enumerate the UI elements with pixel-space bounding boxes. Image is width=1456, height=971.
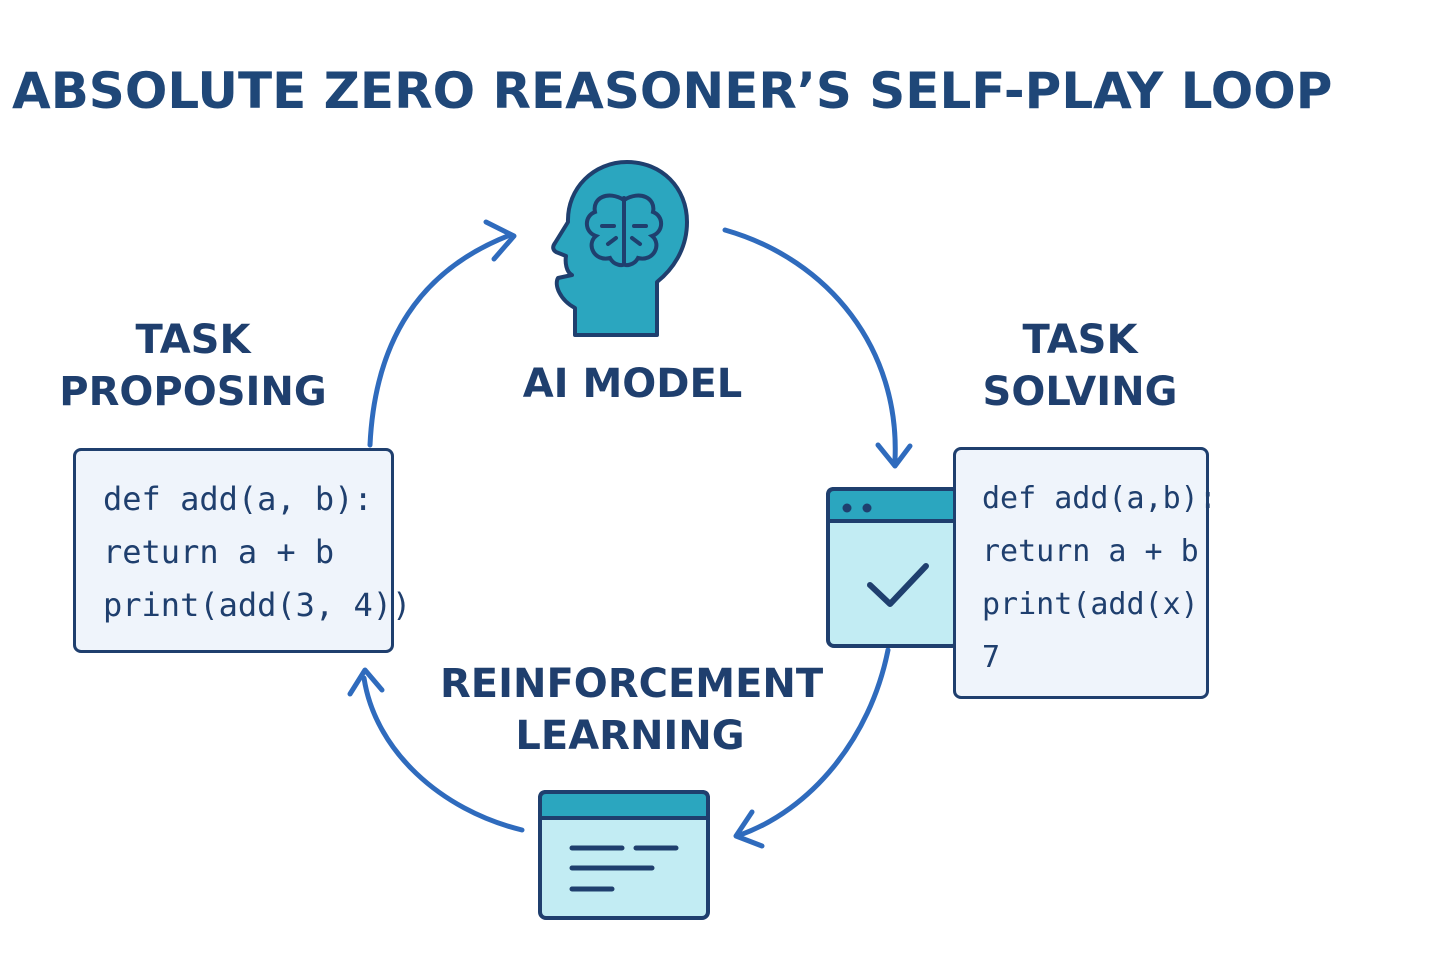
arrowhead-proposing-to-model [483,219,517,262]
task-solving-line2: SOLVING [982,369,1178,415]
solving-code-box: def add(a,b): return a + b print(add(x) … [953,447,1217,699]
task-solving-line1: TASK [1022,317,1138,363]
loop-arrows [347,219,913,849]
proposing-code-box: def add(a, b): return a + b print(add(3,… [73,448,412,653]
ai-model-label: AI MODEL [522,361,743,407]
code-line: print(add(x) [982,587,1199,622]
reinforcement-learning-label: REINFORCEMENT LEARNING [440,658,824,762]
code-line: def add(a, b): [103,480,373,518]
arrowhead-rl-to-proposing [347,667,385,697]
rl-line1: REINFORCEMENT [440,661,824,707]
code-line: return a + b [103,533,335,571]
code-line: def add(a,b): [982,481,1217,516]
browser-check-icon [826,487,960,648]
rl-line2: LEARNING [515,713,745,759]
task-solving-label: TASK SOLVING [970,314,1190,418]
task-proposing-line1: TASK [135,317,251,363]
task-proposing-line2: PROPOSING [59,369,327,415]
code-line: 7 [982,640,1001,675]
code-line: return a + b [982,534,1199,569]
browser-document-icon [538,790,710,920]
arrowhead-model-to-solving [875,442,913,469]
diagram-title: ABSOLUTE ZERO REASONER’S SELF-PLAY LOOP [12,62,1333,120]
arrow-solving-to-rl [737,647,891,838]
arrow-proposing-to-model [367,232,513,448]
arrow-rl-to-proposing [361,675,525,833]
arrowhead-solving-to-rl [733,809,765,849]
head-brain-icon [551,160,689,337]
arrow-model-to-solving [722,227,898,463]
code-line: print(add(3, 4)) [103,586,412,624]
task-proposing-label: TASK PROPOSING [58,314,328,418]
